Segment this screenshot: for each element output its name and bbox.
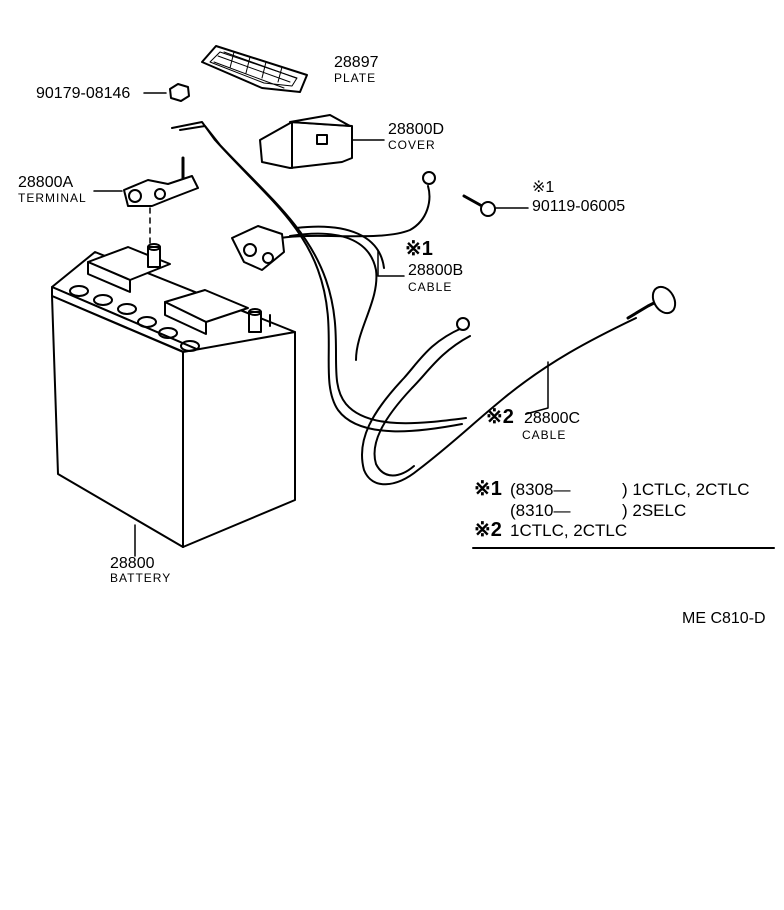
- nut-part-number: 90179-08146: [36, 85, 131, 102]
- note1-line1-model: ) 1CTLC, 2CTLC: [622, 480, 750, 499]
- nut-drawing: [143, 83, 190, 102]
- terminal-part-number: 28800A: [18, 174, 74, 191]
- cable-c-drawing: [360, 285, 677, 486]
- cable-b-drawing: [171, 121, 467, 433]
- note2-model: 1CTLC, 2CTLC: [510, 521, 628, 540]
- bolt-drawing: [462, 194, 529, 217]
- cover-drawing: [259, 114, 385, 169]
- battery-drawing: [51, 243, 296, 548]
- terminal-part-name: TERMINAL: [18, 191, 87, 205]
- note1-mark: ※1: [474, 478, 502, 500]
- note2-mark: ※2: [474, 519, 502, 541]
- figure-code: ME C810-D: [682, 610, 766, 627]
- cable-c-part-number: 28800C: [524, 410, 581, 427]
- cable-b-mark: ※1: [405, 238, 433, 260]
- cover-part-number: 28800D: [388, 121, 445, 138]
- battery-part-name: BATTERY: [110, 571, 172, 585]
- cable-b-part-number: 28800B: [408, 262, 464, 279]
- plate-part-number: 28897: [334, 54, 379, 71]
- note1-line1-code: (8308—: [510, 480, 571, 499]
- bolt-part-number: 90119-06005: [532, 198, 626, 215]
- note1-line2-model: ) 2SELC: [622, 501, 687, 520]
- cable-c-part-name: CABLE: [522, 428, 567, 442]
- cable-c-mark: ※2: [486, 406, 514, 428]
- bolt-mark: ※1: [532, 179, 555, 196]
- terminal-drawing: [93, 156, 199, 246]
- plate-drawing: [201, 45, 308, 93]
- note1-line2-code: (8310—: [510, 501, 571, 520]
- cable-b-part-name: CABLE: [408, 280, 453, 294]
- battery-part-number: 28800: [110, 555, 155, 572]
- plate-part-name: PLATE: [334, 71, 377, 85]
- cover-part-name: COVER: [388, 138, 436, 152]
